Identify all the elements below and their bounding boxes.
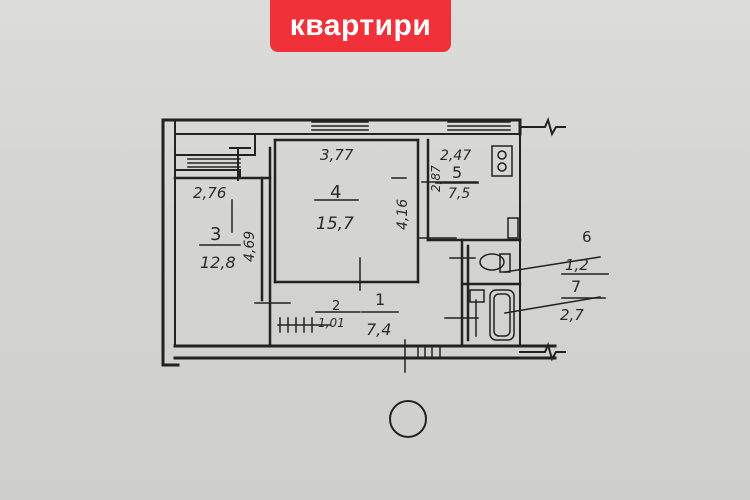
room1-area: 7,4 xyxy=(366,320,391,339)
room5-width: 2,47 xyxy=(440,148,471,164)
category-badge: квартири xyxy=(270,0,451,52)
room3-number: 3 xyxy=(210,224,221,245)
balcony xyxy=(174,133,256,181)
room4-number: 4 xyxy=(330,182,341,203)
room7-number: 7 xyxy=(571,277,581,296)
opening-marks xyxy=(231,177,479,373)
room3-area: 12,8 xyxy=(200,253,236,272)
leader-lines xyxy=(315,181,601,314)
room4-area: 15,7 xyxy=(316,214,354,234)
room6-number: 6 xyxy=(582,228,592,246)
room4-width: 3,77 xyxy=(320,146,354,164)
room5-area: 7,5 xyxy=(448,186,470,202)
room3-width: 2,76 xyxy=(193,184,226,202)
fixtures xyxy=(469,145,519,341)
room1-number: 1 xyxy=(375,290,385,309)
outer-walls xyxy=(161,118,557,367)
room6-area: 1,2 xyxy=(565,256,589,274)
break-marks xyxy=(519,117,566,362)
corridor-width: 1,01 xyxy=(318,316,345,330)
room5-number: 5 xyxy=(452,163,462,182)
room4-length: 4,16 xyxy=(395,199,411,230)
room3-length: 4,69 xyxy=(242,231,258,262)
corridor-number: 2 xyxy=(332,299,340,314)
interior-walls xyxy=(173,138,522,348)
windows xyxy=(187,121,511,168)
category-badge-label: квартири xyxy=(289,9,432,42)
room7-area: 2,7 xyxy=(560,306,584,324)
fraction-bars xyxy=(199,182,609,313)
room5-length: 2,87 xyxy=(429,165,443,192)
cabinet-hatch xyxy=(277,317,331,333)
orientation-circle xyxy=(389,400,427,438)
